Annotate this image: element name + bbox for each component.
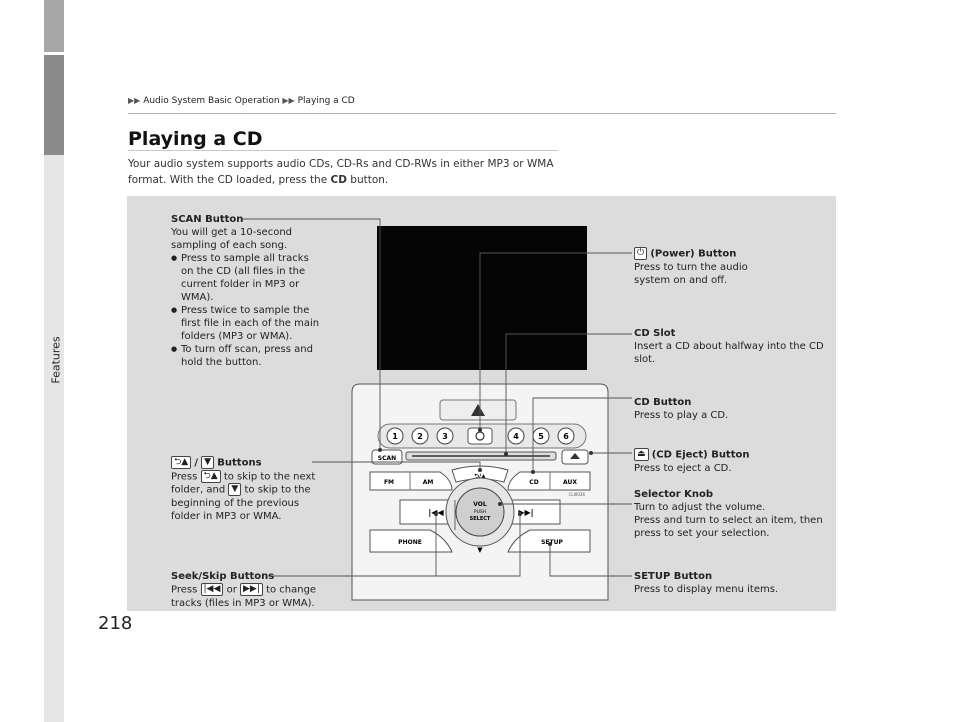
- seek-forward-icon: ▶▶|: [240, 583, 263, 596]
- svg-text:▶▶|: ▶▶|: [518, 508, 533, 517]
- folder-down-icon: ▼: [228, 483, 242, 496]
- svg-text:▼: ▼: [477, 546, 483, 554]
- svg-text:1: 1: [392, 432, 398, 441]
- scan-bullet: To turn off scan, press and hold the but…: [171, 343, 321, 369]
- scan-bullet: Press to sample all tracks on the CD (al…: [171, 252, 321, 304]
- folder-up-icon: ⮌▲: [171, 456, 192, 469]
- preset-button: [411, 427, 429, 445]
- svg-text:CD: CD: [529, 479, 538, 486]
- svg-text:2: 2: [417, 432, 423, 441]
- phone-button: [369, 529, 453, 553]
- intro-text: Your audio system supports audio CDs, CD…: [128, 158, 554, 186]
- scan-label: SCAN Button You will get a 10-second sam…: [171, 213, 321, 369]
- selector-knob-label: Selector Knob Turn to adjust the volume.…: [634, 489, 823, 539]
- cd-slot-label: CD Slot Insert a CD about halfway into t…: [634, 328, 824, 365]
- eject-icon: ⏏: [634, 448, 649, 461]
- preset-button: [557, 427, 575, 445]
- title-rule: [128, 150, 558, 151]
- svg-text:SCAN: SCAN: [378, 455, 396, 462]
- sidebar-tab: [44, 0, 64, 52]
- breadcrumb: ▶▶ Audio System Basic Operation ▶▶ Playi…: [128, 96, 355, 106]
- seek-label: Seek/Skip Buttons Press |◀◀ or ▶▶| to ch…: [171, 571, 317, 609]
- svg-text:6: 6: [563, 432, 569, 441]
- display-screen: [377, 226, 587, 370]
- svg-text:⮌/▲: ⮌/▲: [474, 473, 486, 480]
- sidebar-section-marker: [44, 55, 64, 155]
- folder-down-icon: ▼: [201, 456, 215, 469]
- svg-text:AM: AM: [423, 479, 434, 486]
- header-rule: [128, 113, 836, 114]
- folder-buttons-label: ⮌▲ / ▼ Buttons Press ⮌▲ to skip to the n…: [171, 456, 316, 522]
- preset-buttons: [386, 427, 575, 445]
- sidebar-band: [44, 97, 64, 722]
- breadcrumb-arrow-icon: ▶▶: [282, 96, 295, 105]
- breadcrumb-item-2: Playing a CD: [297, 96, 355, 106]
- leader-lines: [242, 218, 632, 577]
- fm-am-button: [369, 471, 453, 491]
- cd-aux-button: [507, 471, 591, 491]
- svg-text:SETUP: SETUP: [541, 539, 563, 546]
- svg-text:FM: FM: [384, 479, 394, 486]
- breadcrumb-item-1[interactable]: Audio System Basic Operation: [143, 96, 280, 106]
- svg-text:PHONE: PHONE: [398, 539, 422, 546]
- folder-up-icon: ⮌▲: [200, 469, 221, 483]
- scan-button: [371, 449, 403, 465]
- preset-button: [507, 427, 525, 445]
- setup-label: SETUP Button Press to display menu items…: [634, 571, 779, 595]
- seek-back-icon: |◀◀: [200, 583, 224, 596]
- svg-text:CLI0036: CLI0036: [569, 492, 586, 497]
- svg-text:3: 3: [442, 432, 448, 441]
- page-title: Playing a CD: [128, 128, 263, 150]
- svg-text:AUX: AUX: [563, 479, 577, 486]
- svg-text:PUSH: PUSH: [474, 509, 486, 515]
- setup-button: [507, 529, 591, 553]
- page-number: 218: [98, 613, 133, 634]
- power-label: ⏻ (Power) Button Press to turn the audio…: [634, 247, 748, 286]
- selector-knob: [455, 487, 505, 537]
- cd-button-label: CD Button Press to play a CD.: [634, 397, 729, 421]
- breadcrumb-arrow-icon: ▶▶: [128, 96, 141, 105]
- preset-button: [436, 427, 454, 445]
- folder-up-button: [451, 465, 509, 483]
- svg-text:VOL: VOL: [473, 501, 487, 508]
- power-icon: ⏻: [634, 247, 648, 260]
- svg-text:SELECT: SELECT: [470, 516, 491, 522]
- svg-text:5: 5: [538, 432, 544, 441]
- eject-label: ⏏ (CD Eject) Button Press to eject a CD.: [634, 448, 750, 474]
- scan-bullet: Press twice to sample the first file in …: [171, 304, 321, 343]
- svg-text:4: 4: [513, 432, 519, 441]
- preset-button: [386, 427, 404, 445]
